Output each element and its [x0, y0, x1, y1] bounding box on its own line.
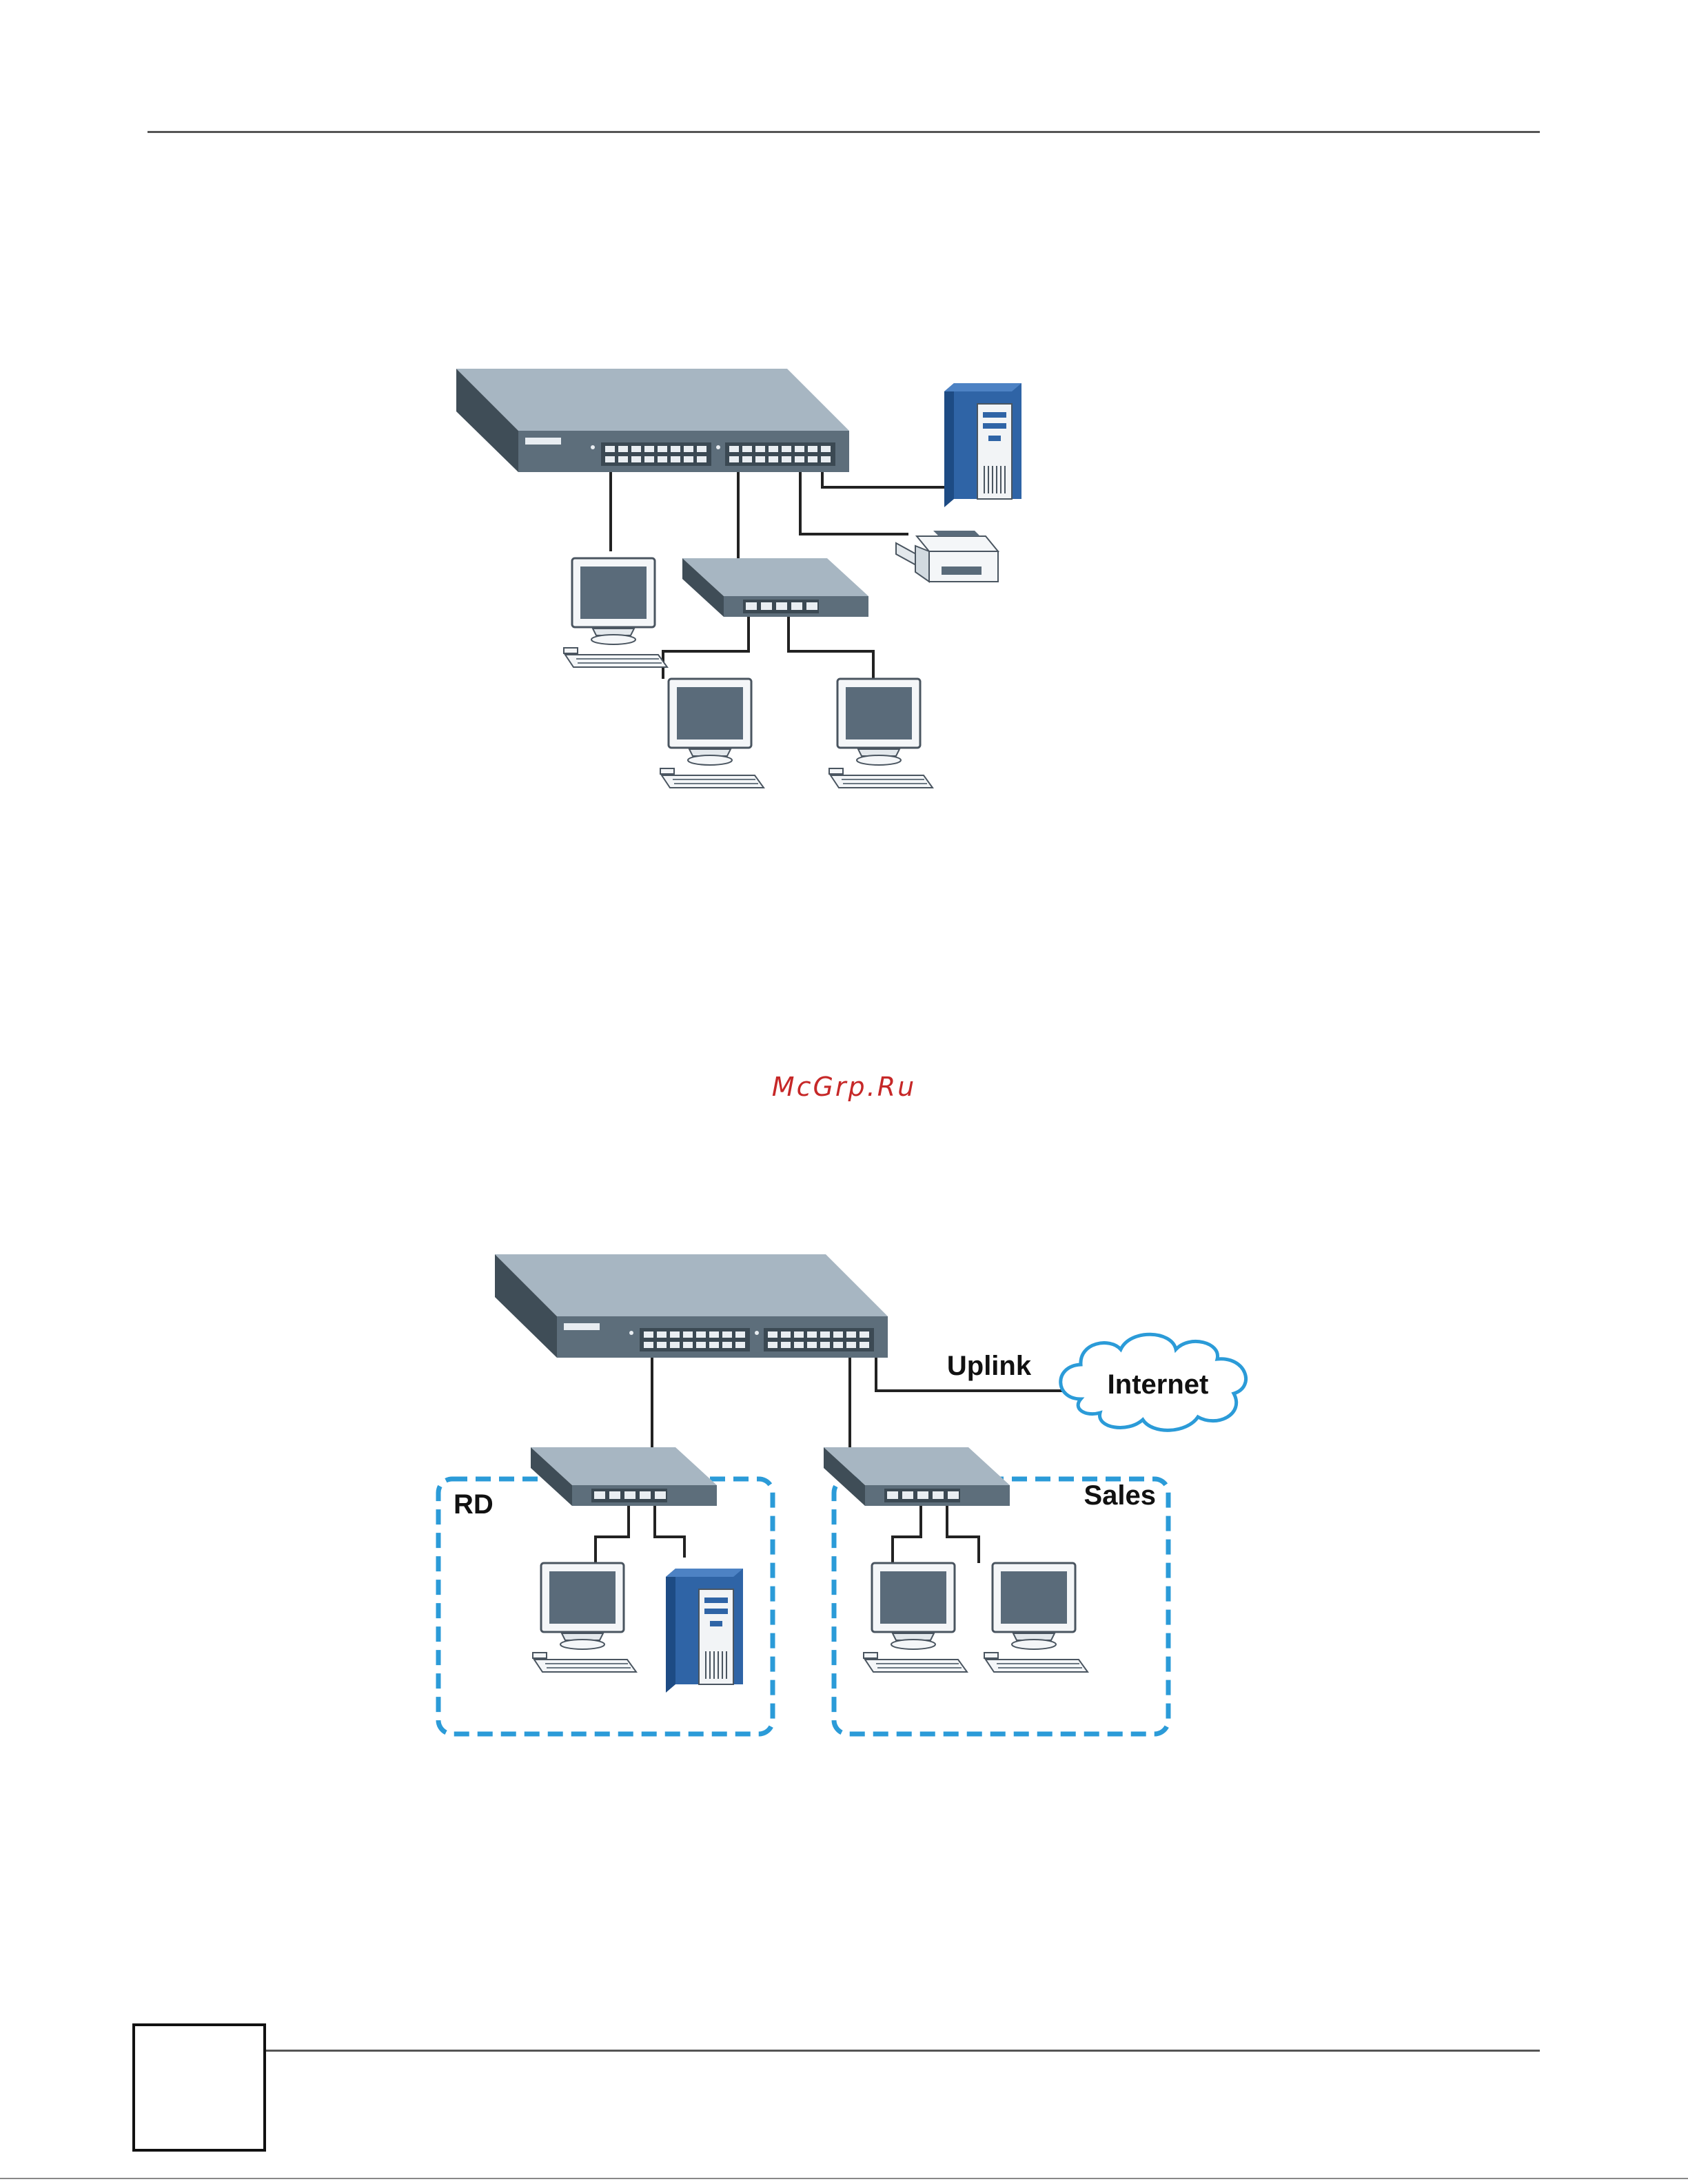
sales-switch-icon	[824, 1447, 1010, 1506]
computer-icon	[864, 1563, 967, 1672]
uplink-label: Uplink	[947, 1351, 1032, 1381]
server-icon	[666, 1569, 743, 1693]
figure-1-network-diagram	[0, 0, 1688, 861]
computer-icon	[984, 1563, 1088, 1672]
sales-group-label: Sales	[1084, 1480, 1156, 1511]
computer-icon	[564, 558, 667, 667]
footer-rule	[265, 2050, 1540, 2052]
server-icon	[944, 383, 1021, 507]
rd-group-label: RD	[454, 1489, 494, 1520]
internet-label: Internet	[1108, 1369, 1209, 1400]
computer-icon	[660, 679, 764, 788]
printer-icon	[896, 531, 998, 582]
rd-switch-icon	[531, 1447, 717, 1506]
core-switch-icon	[456, 369, 849, 472]
watermark: McGrp.Ru	[0, 1072, 1688, 1102]
computer-icon	[829, 679, 933, 788]
workgroup-switch-icon	[682, 558, 868, 617]
computer-icon	[533, 1563, 636, 1672]
core-switch-icon	[495, 1254, 888, 1358]
figure-2-vlan-diagram: Internet Uplink RD Sales	[0, 1172, 1688, 1757]
page-number-box	[132, 2023, 266, 2152]
bottom-edge-line	[0, 2178, 1688, 2179]
